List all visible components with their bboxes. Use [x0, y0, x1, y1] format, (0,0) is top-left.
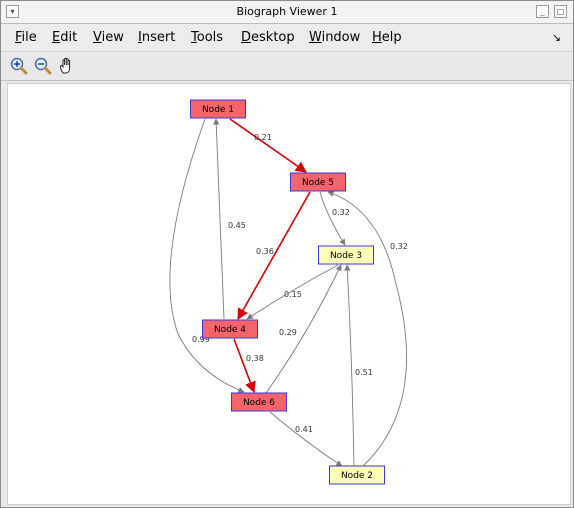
graph-canvas[interactable]: 0.21 0.32 0.36 0.45 0.15 0.38 0.99 0.29 0.41 0.51… — [7, 83, 571, 505]
node-box[interactable] — [290, 172, 346, 192]
graph-node-n5[interactable]: Node 5 — [290, 172, 346, 192]
edge-e1-5[interactable] — [229, 118, 307, 173]
node-box[interactable] — [329, 465, 385, 485]
edge-weight-label: 0.32 — [332, 208, 350, 217]
menu-file[interactable]: File — [15, 30, 37, 45]
graph-svg: 0.21 0.32 0.36 0.45 0.15 0.38 0.99 0.29 0.41 0.51… — [169, 99, 408, 485]
menu-insert[interactable]: Insert — [138, 30, 176, 45]
menu-view[interactable]: View — [93, 30, 124, 45]
node-label: Node 4 — [214, 325, 246, 335]
minimize-icon[interactable]: _ — [536, 5, 549, 18]
graph-node-n3[interactable]: Node 3 — [318, 245, 374, 265]
node-label: Node 6 — [243, 398, 275, 408]
edge-e1-6[interactable] — [169, 118, 245, 393]
graph-node-n1[interactable]: Node 1 — [190, 99, 246, 119]
node-label: Node 2 — [341, 471, 373, 481]
edge-e5-4[interactable] — [237, 191, 311, 320]
menu-tools[interactable]: Tools — [191, 30, 224, 45]
edge-weight-label: 0.15 — [284, 290, 302, 299]
edge-weight-label: 0.32 — [390, 242, 408, 251]
edge-weight-label: 0.45 — [228, 221, 246, 230]
edge-weight-label: 0.36 — [256, 247, 274, 256]
graph-node-n2[interactable]: Node 2 — [329, 465, 385, 485]
node-label: Node 1 — [202, 105, 234, 115]
pan-hand-icon[interactable] — [57, 56, 77, 76]
edge-e6-3[interactable] — [265, 264, 342, 394]
dock-arrow-icon[interactable]: ↘ — [551, 31, 561, 44]
edge-e4-1[interactable] — [213, 118, 225, 320]
nodes-layer: Node 1 Node 5 Node 3 Node 4 Node 6 Node 2 — [190, 99, 385, 485]
node-label: Node 5 — [302, 178, 334, 188]
edge-e6-2[interactable] — [269, 411, 343, 467]
edge-e3-4[interactable] — [246, 264, 339, 320]
node-box[interactable] — [202, 319, 258, 339]
edge-weight-label: 0.51 — [355, 368, 373, 377]
edges-layer: 0.21 0.32 0.36 0.45 0.15 0.38 0.99 0.29 0.41 0.51… — [169, 118, 408, 467]
maximize-icon[interactable]: □ — [554, 5, 567, 18]
zoom-in-icon[interactable] — [9, 56, 29, 76]
edge-weight-label: 0.41 — [295, 425, 313, 434]
window-menu-icon[interactable]: ▾ — [6, 5, 19, 18]
menu-bar: File Edit View Insert Tools Desktop Wind… — [1, 24, 573, 50]
title-bar[interactable]: ▾ Biograph Viewer 1 _ □ — [1, 1, 573, 24]
edge-e5-3[interactable] — [319, 191, 346, 246]
edge-e4-6[interactable] — [233, 338, 256, 394]
node-box[interactable] — [231, 392, 287, 412]
window-title: Biograph Viewer 1 — [236, 5, 338, 18]
edge-weight-label: 0.38 — [246, 354, 264, 363]
edge-weight-label: 0.99 — [192, 335, 210, 344]
edge-e2-3[interactable] — [344, 264, 355, 467]
node-label: Node 3 — [330, 251, 362, 261]
edge-e2-5[interactable] — [327, 190, 408, 467]
edge-weight-label: 0.21 — [254, 133, 272, 142]
graph-node-n6[interactable]: Node 6 — [231, 392, 287, 412]
node-box[interactable] — [318, 245, 374, 265]
menu-edit[interactable]: Edit — [52, 30, 78, 45]
menu-desktop[interactable]: Desktop — [241, 30, 295, 45]
zoom-out-icon[interactable] — [33, 56, 53, 76]
edge-weight-label: 0.29 — [279, 328, 297, 337]
node-box[interactable] — [190, 99, 246, 119]
menu-window[interactable]: Window — [309, 30, 361, 45]
graph-node-n4[interactable]: Node 4 — [202, 319, 258, 339]
menu-help[interactable]: Help — [372, 30, 402, 45]
toolbar — [1, 51, 573, 81]
